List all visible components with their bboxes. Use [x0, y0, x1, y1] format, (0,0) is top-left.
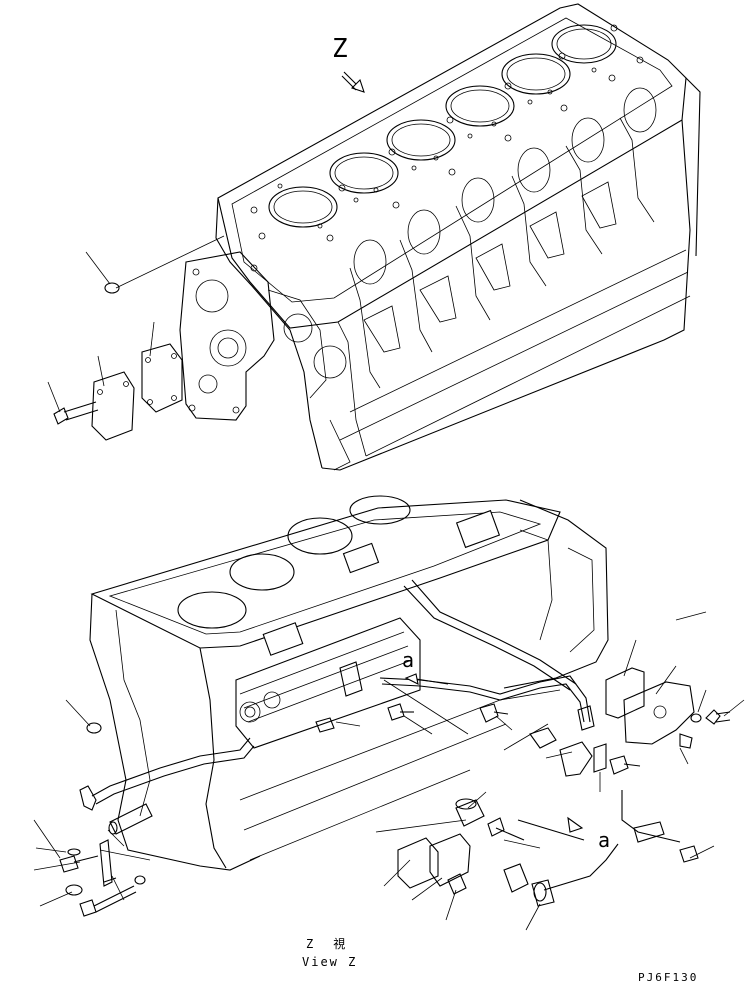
- view-caption-jp: Z 視: [306, 937, 350, 951]
- bolt-left: [59, 855, 137, 917]
- leader-lines-upper: [47, 235, 225, 413]
- reference-label-a-upper: a: [402, 648, 415, 672]
- gasket-lower: [397, 833, 471, 889]
- pipes: [91, 579, 681, 891]
- bolt-upper: [53, 401, 99, 425]
- cylinder-bores: [268, 24, 617, 228]
- sensor-unit: [529, 705, 607, 777]
- front-plate: [179, 251, 347, 421]
- leader-lines-lower: [33, 611, 745, 931]
- reference-label-a-lower: a: [598, 828, 611, 852]
- washer-right: [690, 713, 702, 723]
- cover-plate-upper: [91, 371, 135, 441]
- washers-left: [65, 848, 146, 896]
- bolt-right: [679, 709, 731, 749]
- tube-left: [108, 803, 153, 835]
- bracket-right: [633, 821, 699, 863]
- cover-gasket-upper: [141, 343, 183, 413]
- bolt-holes: [250, 24, 644, 242]
- upper-engine-block: [47, 3, 701, 471]
- view-caption-en: View Z: [302, 955, 358, 969]
- cover-plate-right: [623, 681, 695, 745]
- drawing-code: PJ6F130: [638, 971, 699, 984]
- bolts-middle: [315, 703, 641, 775]
- lower-engine-block: [33, 495, 745, 931]
- clip-lower: [447, 817, 529, 895]
- sensor-lower: [531, 879, 555, 907]
- oil-cooler-assy: [235, 509, 501, 749]
- view-z-arrow: [341, 71, 365, 93]
- plug-upper: [104, 282, 120, 294]
- plug-lower: [86, 722, 102, 734]
- view-letter-z: Z: [332, 34, 348, 64]
- arrow-a: [404, 673, 585, 841]
- sleeve: [455, 798, 485, 827]
- bracket-left: [79, 785, 117, 887]
- cover-gasket-right: [605, 667, 645, 719]
- crankcase-webs: [349, 87, 657, 389]
